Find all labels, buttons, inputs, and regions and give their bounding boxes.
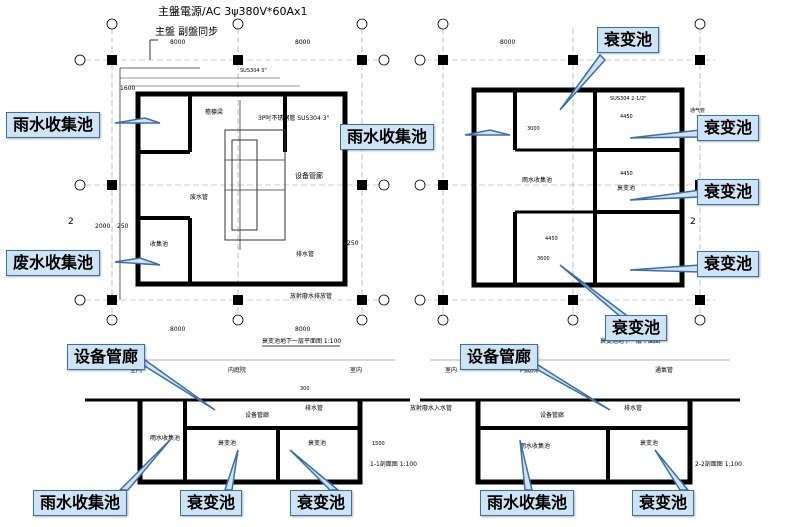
svg-text:8000: 8000 xyxy=(500,39,515,46)
svg-text:内庭院: 内庭院 xyxy=(520,366,538,374)
svg-text:室内: 室内 xyxy=(445,366,457,374)
svg-text:雨水收集池: 雨水收集池 xyxy=(150,434,180,442)
callout-decay-bottom-r: 衰变池 xyxy=(605,315,668,341)
svg-text:排水管: 排水管 xyxy=(624,404,642,412)
svg-text:2: 2 xyxy=(68,217,74,227)
svg-text:放射廢水排放管: 放射廢水排放管 xyxy=(290,292,332,300)
svg-text:衰变池: 衰变池 xyxy=(617,184,635,192)
section-left-title: 1-1剖面图 1:100 xyxy=(370,460,417,468)
svg-text:1500: 1500 xyxy=(372,441,385,447)
svg-text:8000: 8000 xyxy=(170,39,185,46)
svg-text:250: 250 xyxy=(347,240,359,247)
svg-text:排水管: 排水管 xyxy=(296,250,314,258)
svg-text:8000: 8000 xyxy=(170,326,185,333)
callout-decay-sec-l2: 衰变池 xyxy=(290,490,353,516)
section-right: 室内 内庭院 通氣管 放射廢水入水管 设备管廊 排水管 雨水收集池 衰变池 2-… xyxy=(410,359,742,485)
svg-text:1600: 1600 xyxy=(120,85,135,92)
svg-text:8000: 8000 xyxy=(295,326,310,333)
svg-text:2: 2 xyxy=(690,217,696,227)
power-label-1: 主盤電源/AC 3ψ380V*60Ax1 xyxy=(158,4,308,18)
svg-text:4450: 4450 xyxy=(545,236,558,242)
section-right-title: 2-2剖面图 1:100 xyxy=(695,460,742,468)
plan-right-title: 衰变池地下一层平面图 xyxy=(600,337,660,345)
callout-equip-right: 设备管廊 xyxy=(460,344,539,370)
callout-decay-r3: 衰变池 xyxy=(697,251,760,277)
svg-text:250: 250 xyxy=(117,223,129,230)
svg-text:4450: 4450 xyxy=(620,114,633,120)
svg-text:排水管: 排水管 xyxy=(305,404,323,412)
callout-equip-left: 设备管廊 xyxy=(67,344,146,370)
svg-text:通氣管: 通氣管 xyxy=(655,366,673,374)
callout-rain-top-left: 雨水收集池 xyxy=(6,112,101,138)
power-label-2: 主盤 副盤同步 xyxy=(155,25,218,38)
callout-decay-r1: 衰变池 xyxy=(697,115,760,141)
svg-text:设备管廊: 设备管廊 xyxy=(540,411,564,419)
svg-text:300: 300 xyxy=(300,386,310,392)
plan-left-title: 衰变池地下一层平面图 1:100 xyxy=(262,337,341,345)
plan-right: 8000 8000 2 SUS304 2-1/2" 4450 4450 4450… xyxy=(414,18,715,345)
svg-text:室内: 室内 xyxy=(130,366,142,374)
callout-rain-sec-left: 雨水收集池 xyxy=(33,490,128,516)
callout-waste-left: 废水收集池 xyxy=(6,250,101,276)
svg-text:废水管: 废水管 xyxy=(190,193,208,201)
svg-text:设备管廊: 设备管廊 xyxy=(295,171,323,180)
callout-rain-mid: 雨水收集池 xyxy=(340,124,435,150)
svg-text:设备管廊: 设备管廊 xyxy=(245,411,269,419)
svg-text:内庭院: 内庭院 xyxy=(228,366,246,374)
svg-text:SUS304 2-1/2": SUS304 2-1/2" xyxy=(610,96,646,102)
svg-text:雨水收集池: 雨水收集池 xyxy=(520,442,550,450)
callout-decay-sec-right: 衰变池 xyxy=(632,490,695,516)
svg-text:3000: 3000 xyxy=(527,126,540,132)
callout-rain-sec-right: 雨水收集池 xyxy=(480,490,575,516)
svg-text:衰变池: 衰变池 xyxy=(308,439,326,447)
svg-text:室内: 室内 xyxy=(350,366,362,374)
callout-decay-sec-l1: 衰变池 xyxy=(180,490,243,516)
svg-text:收集池: 收集池 xyxy=(150,240,168,248)
callout-decay-top: 衰变池 xyxy=(597,27,660,53)
svg-text:衰变池: 衰变池 xyxy=(218,439,236,447)
svg-text:8000: 8000 xyxy=(295,39,310,46)
svg-text:3600: 3600 xyxy=(537,256,550,262)
svg-text:檐檩梁: 檐檩梁 xyxy=(205,108,223,116)
svg-text:SUS304 3": SUS304 3" xyxy=(240,68,267,74)
svg-text:3P吋不锈钢管 SUS304 3": 3P吋不锈钢管 SUS304 3" xyxy=(258,114,330,122)
svg-text:雨水收集池: 雨水收集池 xyxy=(522,176,552,184)
callout-decay-r2: 衰变池 xyxy=(697,179,760,205)
svg-text:衰变池: 衰变池 xyxy=(640,439,658,447)
svg-text:4450: 4450 xyxy=(620,171,633,177)
svg-text:通气管: 通气管 xyxy=(690,107,705,114)
svg-text:放射廢水入水管: 放射廢水入水管 xyxy=(410,404,452,412)
plan-left: 8000 8000 8000 8000 1600 2000 250 250 2 … xyxy=(68,18,390,347)
callout-pointers xyxy=(114,53,701,491)
svg-text:2000: 2000 xyxy=(95,223,110,230)
section-left: 室内 内庭院 室内 设备管廊 排水管 雨水收集池 衰变池 衰变池 300 150… xyxy=(85,359,417,485)
